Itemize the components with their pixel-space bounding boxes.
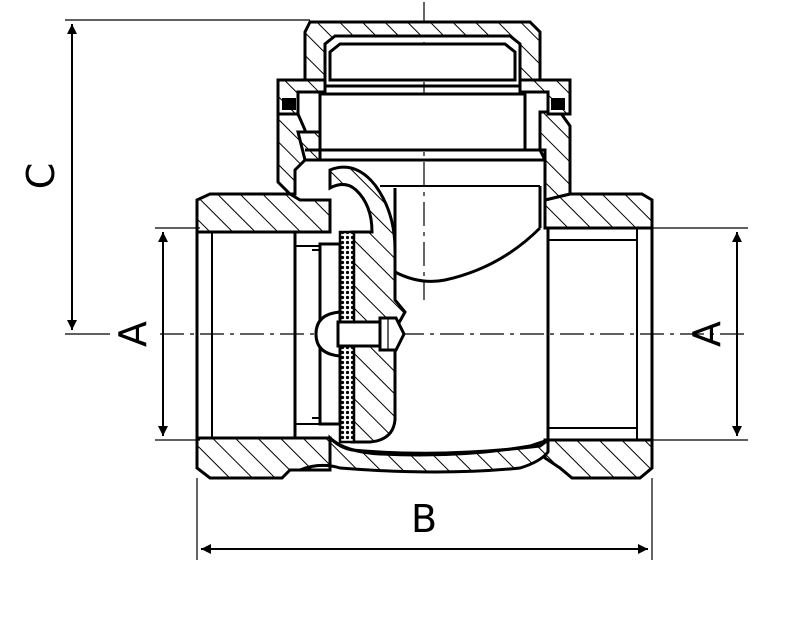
valve-bonnet xyxy=(276,20,572,196)
dimension-label-a-left: A xyxy=(111,321,155,347)
dimension-label-a-right: A xyxy=(685,321,729,347)
dimension-lines xyxy=(65,19,748,560)
dimension-label-c: C xyxy=(19,163,63,190)
dimension-label-b: B xyxy=(411,497,437,541)
valve-disc-assembly xyxy=(312,165,407,444)
valve-body xyxy=(195,110,654,480)
